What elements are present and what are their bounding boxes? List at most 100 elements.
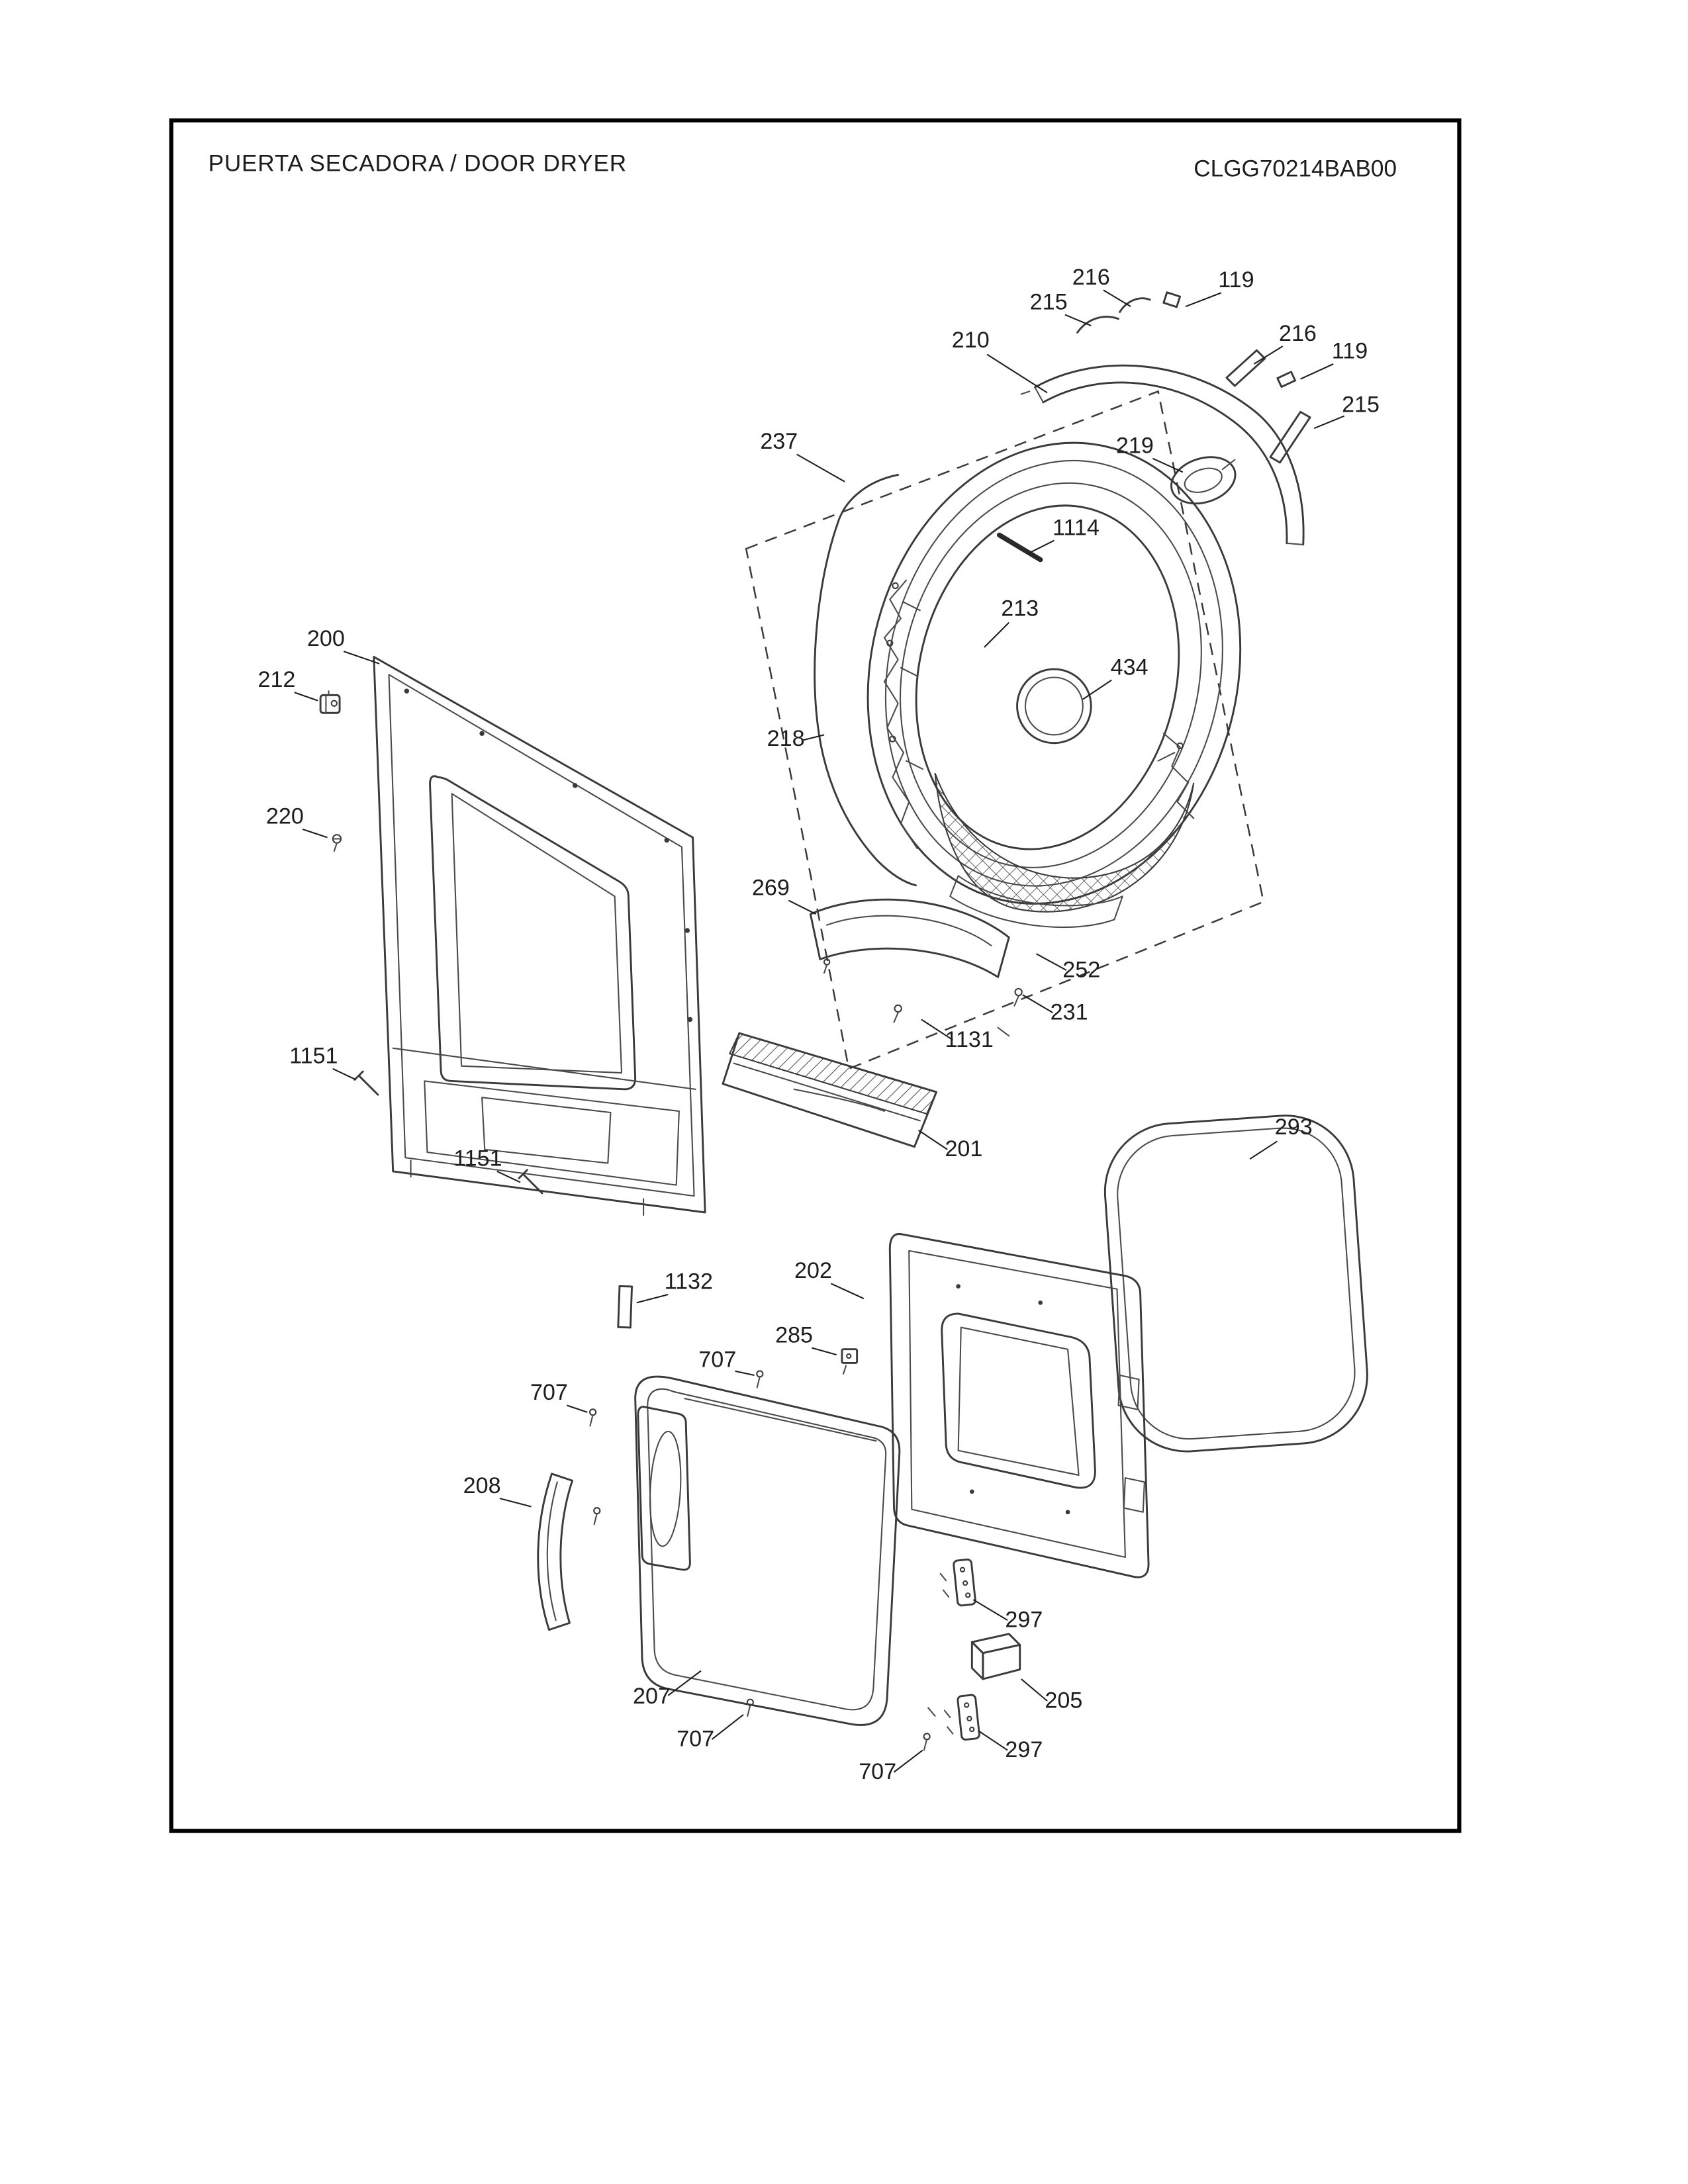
- callout-label-212: 212: [258, 667, 295, 692]
- part-ring-219: [1170, 456, 1237, 505]
- callout-label-200: 200: [307, 626, 345, 651]
- doc-code: CLGG70214BAB00: [1194, 156, 1397, 182]
- part-pin-1114: [996, 532, 1043, 563]
- callout-label-297: 297: [1005, 1607, 1043, 1632]
- callout-label-252: 252: [1062, 957, 1100, 982]
- part-strip-216-right: [1225, 349, 1266, 387]
- part-screw-1151-bottom: [518, 1169, 543, 1195]
- part-strip-215-top: [1076, 316, 1120, 334]
- callout-label-269: 269: [752, 875, 790, 900]
- leader-line-1151: [496, 1170, 521, 1183]
- callout-label-285: 285: [775, 1322, 813, 1347]
- callout-label-297: 297: [1005, 1737, 1043, 1762]
- part-spacer-205: [970, 1633, 1021, 1680]
- leader-line-205: [1021, 1678, 1048, 1702]
- part-hinge-bracket-detail: [883, 579, 1195, 849]
- leader-line-216: [1253, 345, 1284, 365]
- leader-line-219: [1152, 457, 1184, 473]
- leader-line-207: [667, 1670, 702, 1696]
- part-strip-215-right: [1269, 410, 1311, 464]
- leader-line-297: [978, 1730, 1008, 1751]
- callout-label-707: 707: [859, 1759, 896, 1784]
- part-door-handle-208: [537, 1473, 574, 1631]
- part-window-ring-434: [1016, 668, 1092, 745]
- callout-label-202: 202: [794, 1258, 832, 1283]
- leader-line-208: [499, 1498, 532, 1508]
- part-clip-119-top: [1162, 291, 1182, 308]
- callout-label-207: 207: [633, 1684, 671, 1709]
- part-switch-212: [319, 690, 341, 714]
- leader-line-231: [1022, 994, 1053, 1013]
- leader-line-707: [735, 1370, 755, 1377]
- leader-line-213: [984, 622, 1009, 648]
- part-hinge-screws-top: [939, 1572, 950, 1598]
- callout-label-201: 201: [945, 1136, 982, 1161]
- callout-label-218: 218: [767, 726, 805, 751]
- callout-label-237: 237: [760, 429, 798, 454]
- callout-label-208: 208: [463, 1473, 501, 1498]
- leader-line-215: [1064, 314, 1092, 327]
- part-inner-door-202: [888, 1233, 1150, 1578]
- leader-line-1131: [921, 1019, 953, 1041]
- part-hinge-plate-297-top: [953, 1558, 976, 1607]
- callout-label-1114: 1114: [1053, 515, 1100, 540]
- callout-label-119: 119: [1218, 267, 1254, 293]
- callout-label-119: 119: [1332, 339, 1368, 364]
- page-title: PUERTA SECADORA / DOOR DRYER: [209, 150, 627, 176]
- part-screw-220: [332, 834, 342, 852]
- leader-line-707: [893, 1749, 923, 1773]
- part-clip-285: [841, 1348, 859, 1375]
- leader-line-119: [1300, 363, 1334, 380]
- callout-label-1151: 1151: [453, 1146, 502, 1171]
- part-top-arc-210: [1033, 364, 1305, 546]
- leader-line-237: [796, 453, 845, 482]
- leader-line-434: [1082, 679, 1112, 700]
- part-door-frame-assembly: [809, 291, 1311, 1037]
- callout-label-220: 220: [266, 804, 304, 829]
- callout-label-707: 707: [677, 1726, 714, 1751]
- callout-label-1151: 1151: [289, 1044, 338, 1069]
- part-screw-1131: [893, 1004, 1010, 1037]
- leader-line-285: [812, 1347, 837, 1355]
- leader-line-212: [294, 692, 318, 702]
- part-plate-1132: [617, 1285, 633, 1329]
- part-lint-filter-201: [722, 1032, 938, 1148]
- leader-line-201: [918, 1130, 948, 1150]
- part-dashed-enclosure-237: [745, 390, 1265, 1070]
- callout-label-216: 216: [1279, 321, 1317, 346]
- callout-label-293: 293: [1275, 1115, 1313, 1140]
- callout-label-215: 215: [1342, 392, 1380, 417]
- leader-line-202: [830, 1283, 865, 1300]
- callout-label-213: 213: [1001, 596, 1039, 621]
- leader-line-1132: [636, 1294, 669, 1304]
- part-screw-1151-left: [353, 1070, 379, 1096]
- leader-line-210: [986, 353, 1048, 394]
- callout-label-216: 216: [1072, 265, 1110, 290]
- leader-line-215: [1313, 415, 1345, 430]
- callout-label-205: 205: [1045, 1688, 1082, 1713]
- leader-line-707: [711, 1713, 744, 1740]
- part-grille-252: [934, 772, 1195, 913]
- part-door-gasket-293: [1103, 1115, 1368, 1453]
- part-strip-216-top: [1119, 297, 1151, 313]
- leader-line-216: [1103, 289, 1131, 308]
- part-hinge-screws-bottom: [943, 1709, 954, 1735]
- leader-line-1151: [332, 1068, 357, 1081]
- callout-label-1132: 1132: [665, 1269, 713, 1295]
- part-screws-707: [588, 1370, 936, 1751]
- leader-line-119: [1185, 292, 1222, 308]
- leader-line-220: [302, 829, 328, 839]
- leader-line-200: [343, 651, 380, 664]
- leader-line-293: [1249, 1140, 1278, 1160]
- callout-label-707: 707: [530, 1380, 568, 1405]
- leader-line-218: [802, 734, 825, 741]
- callout-label-215: 215: [1030, 289, 1068, 314]
- leader-line-252: [1036, 953, 1067, 971]
- leader-line-297: [972, 1599, 1008, 1621]
- part-screw-231: [1013, 987, 1023, 1007]
- part-lint-opening-269: [809, 898, 1010, 978]
- part-clip-119-right: [1276, 371, 1297, 388]
